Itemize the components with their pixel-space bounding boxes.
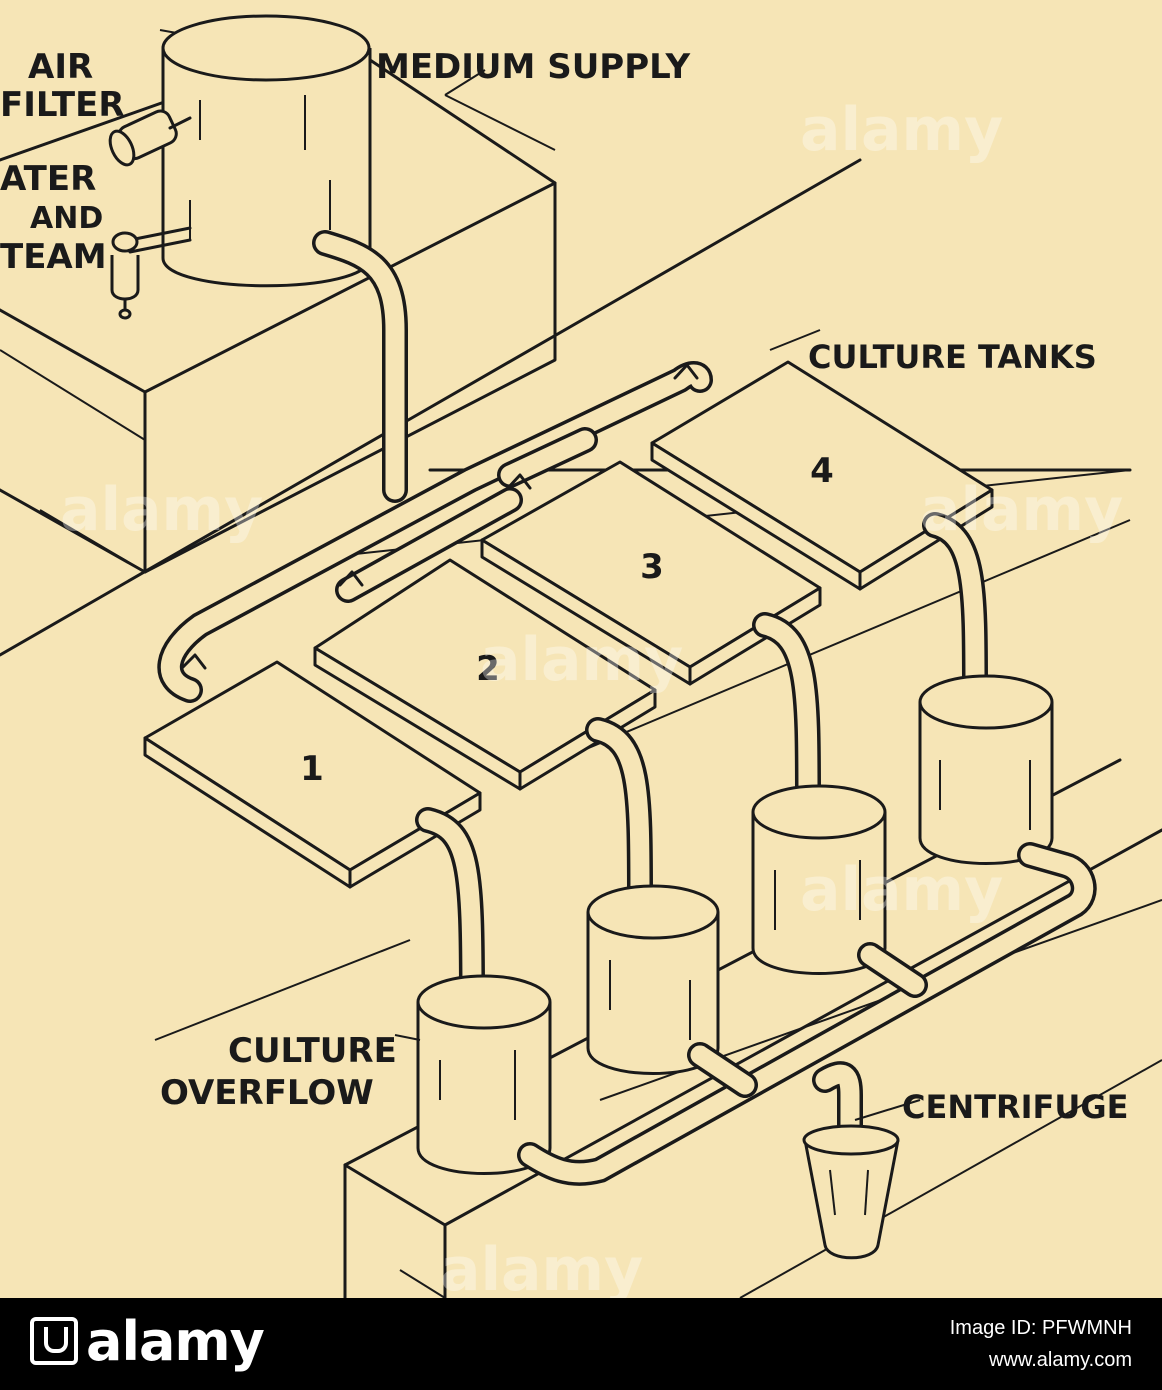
collection-manifold bbox=[517, 842, 1097, 1186]
culture-apparatus-drawing: 1 2 3 4 bbox=[0, 14, 1162, 1298]
image-info: Image ID: PFWMNH www.alamy.com bbox=[950, 1312, 1132, 1376]
overflow-vessel-3 bbox=[751, 784, 887, 975]
tank-number-3: 3 bbox=[640, 547, 664, 587]
label-steam: TEAM bbox=[0, 237, 107, 277]
diagram-figure: 1 2 3 4 bbox=[0, 0, 1162, 1298]
watermark-text: alamy bbox=[440, 1235, 643, 1298]
alamy-logo-icon bbox=[30, 1317, 78, 1366]
watermark-overlay: alamy alamy alamy alamy alamy alamy bbox=[60, 95, 1123, 1298]
culture-tank-1: 1 bbox=[143, 660, 482, 889]
air-filter-fitting bbox=[108, 109, 192, 167]
overflow-vessel-1 bbox=[416, 974, 552, 1175]
label-centrifuge: CENTRIFUGE bbox=[902, 1088, 1128, 1126]
watermark-text: alamy bbox=[60, 475, 263, 545]
watermark-text: alamy bbox=[800, 95, 1003, 165]
culture-tank-4: 4 bbox=[650, 360, 994, 591]
feed-valves bbox=[180, 363, 699, 670]
label-culture-tanks: CULTURE TANKS bbox=[808, 338, 1097, 376]
stock-footer-bar: alamy Image ID: PFWMNH www.alamy.com bbox=[0, 1298, 1162, 1390]
culture-tank-2: 2 bbox=[313, 558, 657, 791]
medium-supply-tank bbox=[161, 14, 372, 288]
overflow-vessel-4 bbox=[918, 674, 1054, 865]
tank-number-4: 4 bbox=[810, 451, 834, 491]
label-water: ATER bbox=[0, 159, 96, 199]
overflow-vessel-2 bbox=[586, 884, 720, 1075]
watermark-text: alamy bbox=[800, 855, 1003, 925]
overflow-pipes bbox=[415, 512, 988, 1013]
tank-number-1: 1 bbox=[300, 749, 324, 789]
label-and: AND bbox=[30, 201, 103, 236]
alamy-logo: alamy bbox=[30, 1310, 265, 1373]
water-steam-valve bbox=[110, 226, 192, 320]
alamy-wordmark: alamy bbox=[86, 1310, 265, 1373]
label-medium-supply: MEDIUM SUPPLY bbox=[376, 47, 691, 87]
image-id: Image ID: PFWMNH bbox=[949, 1317, 1132, 1339]
label-filter: FILTER bbox=[0, 85, 125, 125]
centrifuge-tube bbox=[802, 1124, 900, 1260]
watermark-text: alamy bbox=[480, 625, 683, 695]
culture-tank-3: 3 bbox=[480, 460, 822, 686]
watermark-text: alamy bbox=[920, 475, 1123, 545]
label-overflow: OVERFLOW bbox=[160, 1073, 374, 1113]
site-url: www.alamy.com bbox=[989, 1349, 1132, 1371]
tank-number-2: 2 bbox=[476, 649, 500, 689]
label-culture: CULTURE bbox=[228, 1031, 397, 1071]
label-air: AIR bbox=[28, 47, 93, 87]
